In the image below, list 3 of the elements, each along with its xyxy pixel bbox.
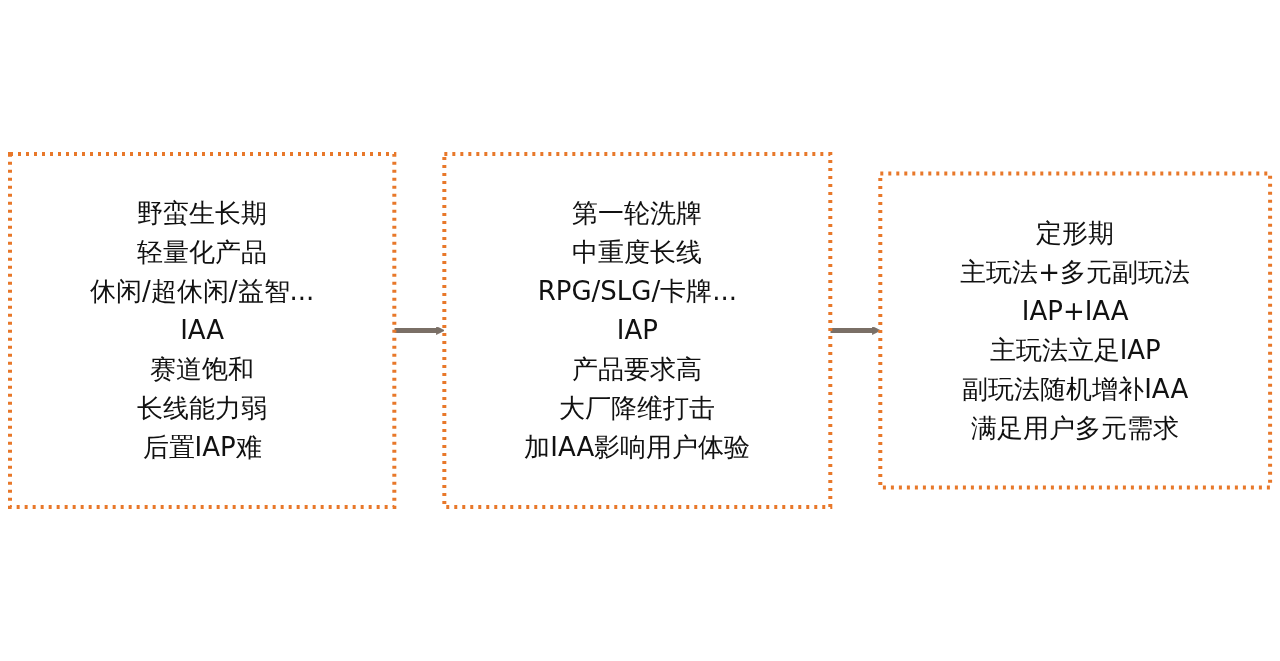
arrow — [394, 326, 445, 335]
node-box: 野蛮生长期 轻量化产品 休闲/超休闲/益智... IAA 赛道饱和 长线能力弱 后置IAP难 — [7, 152, 397, 509]
arrow — [830, 326, 881, 335]
